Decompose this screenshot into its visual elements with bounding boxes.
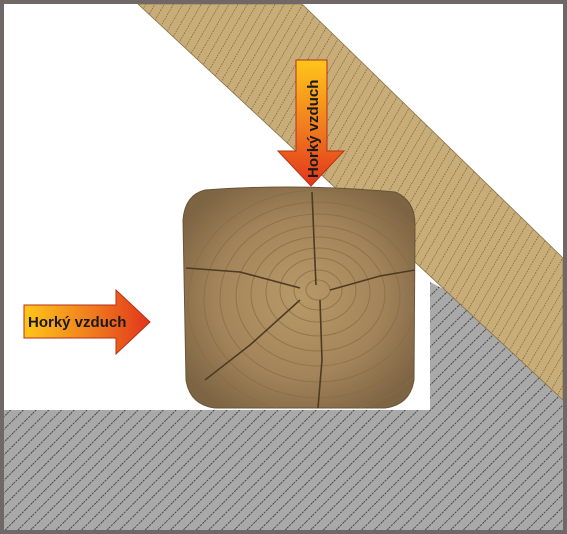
hot-air-side-arrow <box>23 288 151 356</box>
log-cross-section <box>182 186 416 409</box>
hot-air-top-label: Horký vzduch <box>305 80 322 178</box>
hot-air-side-label: Horký vzduch <box>28 314 126 331</box>
hot-air-top-arrow <box>276 59 346 187</box>
masonry-wall <box>4 282 563 530</box>
